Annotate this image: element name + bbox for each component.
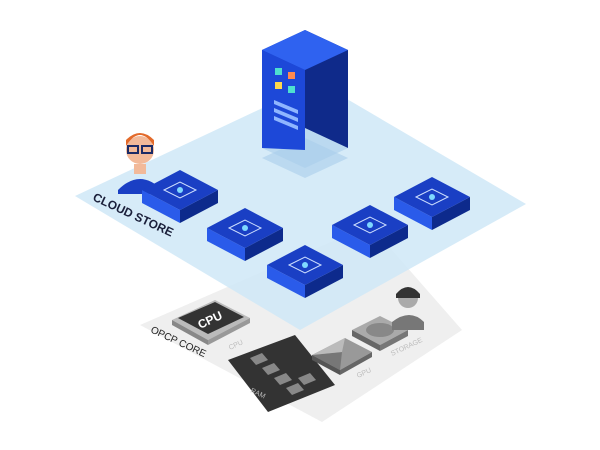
tile-right-face bbox=[305, 265, 343, 298]
service-tile bbox=[394, 177, 470, 230]
service-tile bbox=[142, 170, 218, 223]
service-tile bbox=[332, 205, 408, 258]
ram-module bbox=[228, 335, 335, 412]
chip-icon bbox=[227, 219, 263, 237]
operator-avatar bbox=[392, 287, 424, 330]
tile-right-face bbox=[432, 197, 470, 230]
cloud-store-plane bbox=[75, 82, 526, 330]
tile-right-face bbox=[180, 190, 218, 223]
tile-left-face bbox=[394, 197, 432, 230]
database-icon bbox=[162, 181, 198, 199]
server-icon bbox=[262, 30, 348, 150]
cubes-icon bbox=[414, 188, 450, 206]
monitor-icon bbox=[287, 256, 323, 274]
tile-right-face bbox=[370, 225, 408, 258]
tile-left-face bbox=[142, 190, 180, 223]
tile-left-face bbox=[332, 225, 370, 258]
helm-icon bbox=[352, 216, 388, 234]
gpu-chip bbox=[312, 338, 372, 375]
service-tile bbox=[207, 208, 283, 261]
cpu-chip: CPU bbox=[172, 300, 250, 345]
tile-left-face bbox=[267, 265, 305, 298]
service-tile bbox=[267, 245, 343, 298]
tile-left-face bbox=[207, 228, 245, 261]
tile-right-face bbox=[245, 228, 283, 261]
